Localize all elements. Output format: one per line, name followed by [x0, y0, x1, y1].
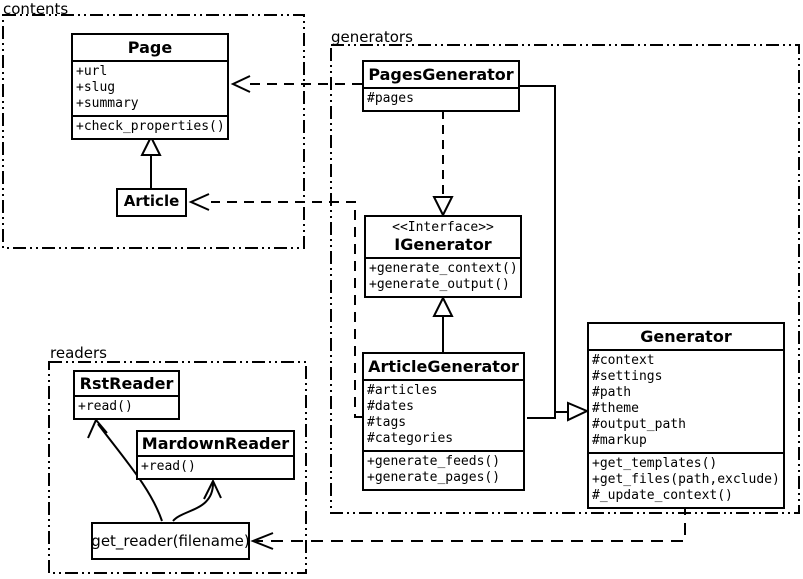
- stereotype-igenerator: <<Interface>>: [392, 220, 494, 235]
- attribute: #context: [592, 353, 655, 368]
- attribute: #dates: [367, 399, 414, 414]
- attributes-section-articlegenerator: #articles #dates #tags #categories: [364, 379, 523, 450]
- class-title-rstreader: RstReader: [79, 374, 174, 393]
- attribute: #tags: [367, 415, 407, 430]
- class-box-mardownreader: MardownReader +read(): [136, 430, 295, 480]
- method: +generate_feeds(): [367, 454, 501, 469]
- attribute: #pages: [367, 91, 414, 106]
- package-border-readers: [48, 361, 307, 574]
- class-title-generator: Generator: [640, 327, 732, 346]
- methods-section-page: +check_properties(): [73, 115, 227, 138]
- generalization-arrowhead-generator: [567, 401, 590, 422]
- edge-articlegenerator-to-generator: [527, 412, 556, 419]
- method: +generate_pages(): [367, 470, 501, 485]
- class-box-article: Article: [116, 188, 187, 217]
- edge-generator-to-getreader: [256, 503, 686, 542]
- class-box-pagesgenerator: PagesGenerator #pages: [362, 60, 520, 112]
- package-label-readers: readers: [50, 344, 107, 362]
- class-title-igenerator: IGenerator: [394, 235, 492, 254]
- class-box-rstreader: RstReader +read(): [73, 370, 180, 420]
- class-box-generator: Generator #context #settings #path #them…: [587, 322, 785, 509]
- package-border-contents: [2, 14, 305, 249]
- arrowhead-rstreader: [87, 418, 108, 439]
- methods-section-generator: +get_templates() +get_files(path,exclude…: [589, 452, 783, 507]
- method: +read(): [78, 399, 133, 414]
- class-title-pagesgenerator: PagesGenerator: [368, 65, 514, 84]
- package-border-generators: [330, 44, 800, 514]
- method: +get_templates(): [592, 456, 718, 471]
- attribute: #path: [592, 385, 632, 400]
- method: +generate_context(): [369, 261, 518, 276]
- attribute: +slug: [76, 80, 116, 95]
- method: #_update_context(): [592, 488, 733, 503]
- dependency-arrowhead-page: [230, 75, 251, 93]
- attributes-section-pagesgenerator: #pages: [364, 87, 518, 110]
- edge-getreader-to-mardownreader: [172, 481, 215, 522]
- attribute: #articles: [367, 383, 438, 398]
- class-title-page: Page: [127, 38, 173, 57]
- edge-articlegenerator-to-article: [211, 201, 362, 418]
- method: +check_properties(): [76, 119, 225, 134]
- class-box-page: Page +url +slug +summary +check_properti…: [71, 33, 229, 140]
- attributes-section-generator: #context #settings #path #theme #output_…: [589, 349, 783, 452]
- attribute: +summary: [76, 96, 139, 111]
- attribute: #markup: [592, 433, 647, 448]
- attribute: #theme: [592, 401, 639, 416]
- attribute: #categories: [367, 431, 454, 446]
- class-title-mardownreader: MardownReader: [141, 434, 290, 453]
- edge-pagesgenerator-to-generator: [520, 85, 568, 413]
- methods-section-rstreader: +read(): [75, 395, 178, 418]
- method: +get_files(path,exclude): [592, 472, 780, 487]
- dependency-arrowhead-getreader: [250, 532, 274, 550]
- class-title-articlegenerator: ArticleGenerator: [368, 357, 519, 376]
- methods-section-mardownreader: +read(): [138, 455, 293, 478]
- package-label-contents: contents: [3, 0, 69, 18]
- generalization-arrowhead-igenerator-bottom: [432, 295, 454, 317]
- methods-section-articlegenerator: +generate_feeds() +generate_pages(): [364, 450, 523, 489]
- dependency-arrowhead-article: [188, 193, 210, 211]
- attribute: +url: [76, 64, 108, 79]
- class-box-articlegenerator: ArticleGenerator #articles #dates #tags …: [362, 352, 525, 491]
- methods-section-igenerator: +generate_context() +generate_output(): [366, 257, 520, 296]
- realization-arrowhead-igenerator-top: [432, 196, 454, 218]
- function-box-get-reader: get_reader(filename): [91, 522, 250, 560]
- class-box-igenerator: <<Interface>> IGenerator +generate_conte…: [364, 215, 522, 298]
- get-reader-label: get_reader(filename): [91, 532, 250, 550]
- generalization-arrowhead-page: [140, 134, 162, 156]
- method: +generate_output(): [369, 277, 510, 292]
- package-label-generators: generators: [331, 28, 413, 46]
- attributes-section-page: +url +slug +summary: [73, 60, 227, 115]
- attribute: #settings: [592, 369, 663, 384]
- class-title-article: Article: [123, 192, 180, 210]
- arrowhead-mardownreader: [203, 478, 222, 500]
- method: +read(): [141, 459, 196, 474]
- attribute: #output_path: [592, 417, 686, 432]
